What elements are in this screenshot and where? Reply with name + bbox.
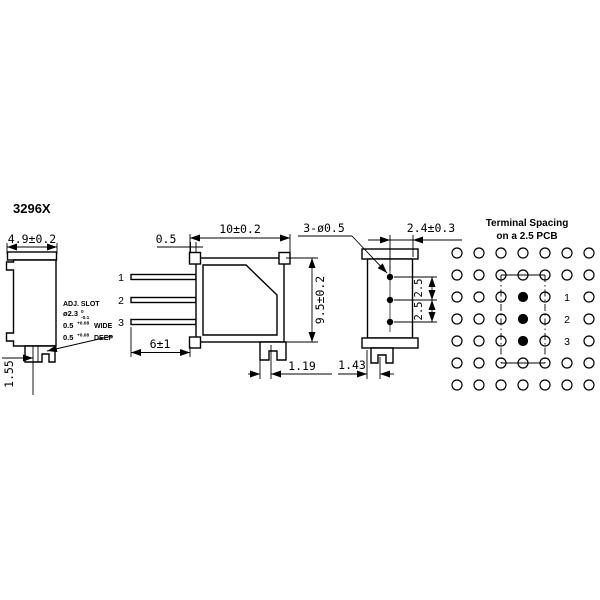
pcb-grid-hole	[451, 247, 463, 259]
pcb-grid-hole	[473, 313, 485, 325]
adj-slot-note: ADJ. SLOT ø2.3 0 -0.1 0.5 +0.08 WIDE 0.5…	[63, 301, 113, 342]
callout-leader-line	[351, 235, 388, 274]
pcb-terminal-pad	[517, 313, 529, 325]
left-side-view: 3296X 4.9±0.2 1.55 ADJ. SLOT ø2.3 0 -0.1…	[2, 201, 113, 395]
dim-left-body-width: 4.9±0.2	[8, 232, 56, 246]
pcb-grid-hole	[583, 379, 595, 391]
foot-with-notch	[370, 347, 394, 364]
footprint-outline-vertical	[500, 275, 546, 363]
pcb-grid-hole	[451, 335, 463, 347]
terminal-2-dot	[386, 296, 394, 304]
dim-terminal-diameter: 3-ø0.5	[303, 221, 345, 235]
pin-1	[130, 273, 197, 281]
pcb-grid-hole	[451, 357, 463, 369]
pcb-grid-hole	[561, 269, 573, 281]
right-side-view: 3-ø0.5 2.4±0.3 2.5 2.5 1.43	[298, 221, 462, 379]
terminal-3-dot	[386, 318, 394, 326]
pcb-grid-hole	[583, 247, 595, 259]
dim-pin-length: 6±1	[150, 337, 171, 351]
adj-slot-depth-tol: +0.08	[77, 333, 89, 339]
corner-tab-top-left	[188, 251, 202, 265]
dim-ticks	[190, 242, 197, 252]
adj-slot-depth-label: DEEP	[94, 335, 113, 342]
dim-pitch-upper: 2.5	[413, 279, 425, 298]
adj-slot-width-tol: +0.08	[77, 321, 89, 327]
pcb-grid-hole	[473, 379, 485, 391]
dim-pitch-lower: 2.5	[413, 302, 425, 321]
pcb-grid-hole	[473, 291, 485, 303]
terminal-1-dot	[386, 273, 394, 281]
dim-foot-offset: 1.19	[288, 359, 316, 373]
adj-slot-width-value: 0.5	[63, 321, 73, 330]
pcb-grid-hole	[583, 313, 595, 325]
pcb-title-line1: Terminal Spacing	[486, 218, 569, 229]
adj-slot-leader-line	[46, 335, 113, 353]
pcb-grid-hole	[561, 357, 573, 369]
pcb-grid-hole	[583, 269, 595, 281]
pcb-grid-hole	[517, 379, 529, 391]
dim-foot-offset: 1.55	[2, 360, 16, 388]
pcb-grid-hole	[473, 269, 485, 281]
front-view: 1 2 3 0.5 10±0.2 9.5±0.2 6±1 1.19	[118, 222, 332, 379]
pcb-terminal-pad	[517, 335, 529, 347]
footprint-outline-horizontal	[501, 274, 545, 364]
pin-label-2: 2	[118, 295, 124, 307]
pin-label-1: 1	[118, 272, 124, 284]
pcb-grid-hole	[473, 357, 485, 369]
dim-body-height: 9.5±0.2	[313, 276, 327, 324]
pcb-grid-hole	[561, 247, 573, 259]
pcb-spacing-view: Terminal Spacing on a 2.5 PCB 1 2 3	[451, 218, 595, 391]
mounting-feet	[24, 345, 56, 363]
body-outline	[5, 259, 57, 347]
pcb-grid-hole	[517, 247, 529, 259]
adj-slot-diameter-tol-lower: -0.1	[81, 315, 90, 321]
dim-foot-offset: 1.43	[338, 358, 366, 372]
pcb-terminal-pad	[517, 291, 529, 303]
dim-body-width: 10±0.2	[219, 222, 261, 236]
adj-slot-width-label: WIDE	[94, 323, 113, 330]
pcb-grid-hole	[473, 335, 485, 347]
pcb-grid-hole	[583, 291, 595, 303]
pin-3	[130, 318, 197, 326]
adj-slot-diameter-tol-upper: 0	[81, 309, 84, 315]
body-top-cap	[6, 251, 58, 261]
corner-tab-bottom-left	[188, 336, 202, 349]
bottom-flange	[361, 337, 419, 349]
pcb-grid-hole	[539, 247, 551, 259]
pcb-grid-hole	[583, 357, 595, 369]
pcb-grid-hole	[451, 269, 463, 281]
foot-with-notch	[259, 341, 287, 361]
pcb-grid-hole	[495, 247, 507, 259]
pin-2	[130, 296, 197, 304]
pcb-hole-grid: 1 2 3	[451, 247, 595, 391]
adj-slot-title: ADJ. SLOT	[63, 301, 100, 308]
pcb-pin-number: 2	[564, 314, 570, 326]
pcb-grid-hole	[539, 379, 551, 391]
dim-depth: 2.4±0.3	[407, 221, 456, 235]
pcb-grid-hole	[583, 335, 595, 347]
pcb-grid-hole	[473, 247, 485, 259]
dim-tab-offset: 0.5	[156, 232, 177, 246]
dim-extension-lines	[189, 234, 291, 252]
pcb-grid-hole	[451, 313, 463, 325]
part-number-label: 3296X	[13, 201, 51, 216]
pcb-grid-hole	[495, 379, 507, 391]
pcb-grid-hole	[561, 379, 573, 391]
footprint-outline	[500, 274, 546, 364]
pcb-grid-hole	[451, 291, 463, 303]
pcb-grid-hole	[451, 379, 463, 391]
pcb-pin-number: 3	[564, 336, 570, 348]
adj-slot-diameter: ø2.3	[63, 309, 78, 318]
pcb-pin-number: 1	[564, 292, 570, 304]
pcb-title-line2: on a 2.5 PCB	[496, 231, 557, 242]
pin-label-3: 3	[118, 317, 124, 329]
adj-slot-depth-value: 0.5	[63, 333, 73, 342]
rotor-face-chamfered	[202, 264, 278, 336]
